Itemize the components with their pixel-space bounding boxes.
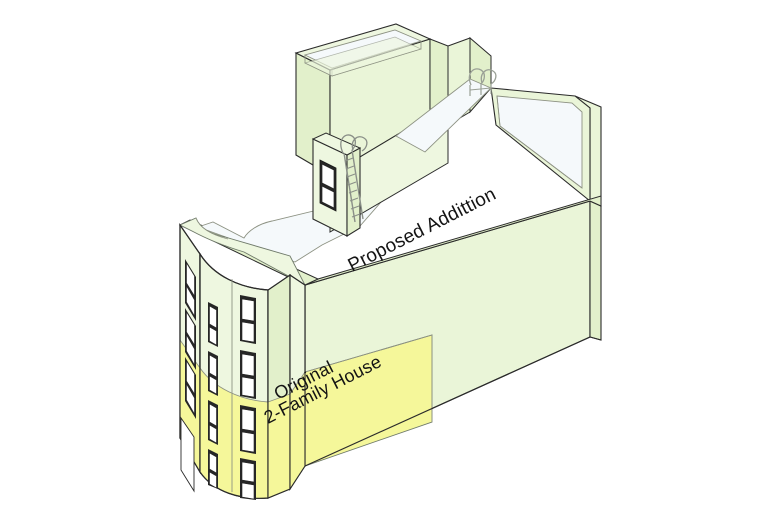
side-door	[180, 416, 195, 493]
bay-roof-curve	[178, 217, 307, 287]
bay-front-face	[267, 273, 291, 499]
roof-main-right	[490, 87, 591, 203]
base-lines	[304, 336, 602, 467]
side-wall-windows	[180, 259, 196, 493]
window	[240, 295, 256, 344]
bay-left-windows	[208, 302, 218, 489]
roof-hatch-railing	[468, 68, 497, 96]
window	[208, 302, 218, 347]
window	[240, 458, 256, 500]
addition-right-end-wall	[589, 200, 602, 341]
window	[240, 405, 256, 454]
roof-ladder	[340, 134, 368, 223]
window	[185, 308, 196, 370]
window	[208, 400, 218, 445]
window	[185, 357, 196, 419]
bulkhead-window	[319, 159, 337, 212]
window	[208, 351, 218, 396]
window	[240, 350, 256, 399]
window	[208, 449, 218, 489]
window	[185, 259, 196, 321]
bay-right-windows	[240, 295, 256, 500]
roof-bulkhead-front	[311, 132, 362, 237]
